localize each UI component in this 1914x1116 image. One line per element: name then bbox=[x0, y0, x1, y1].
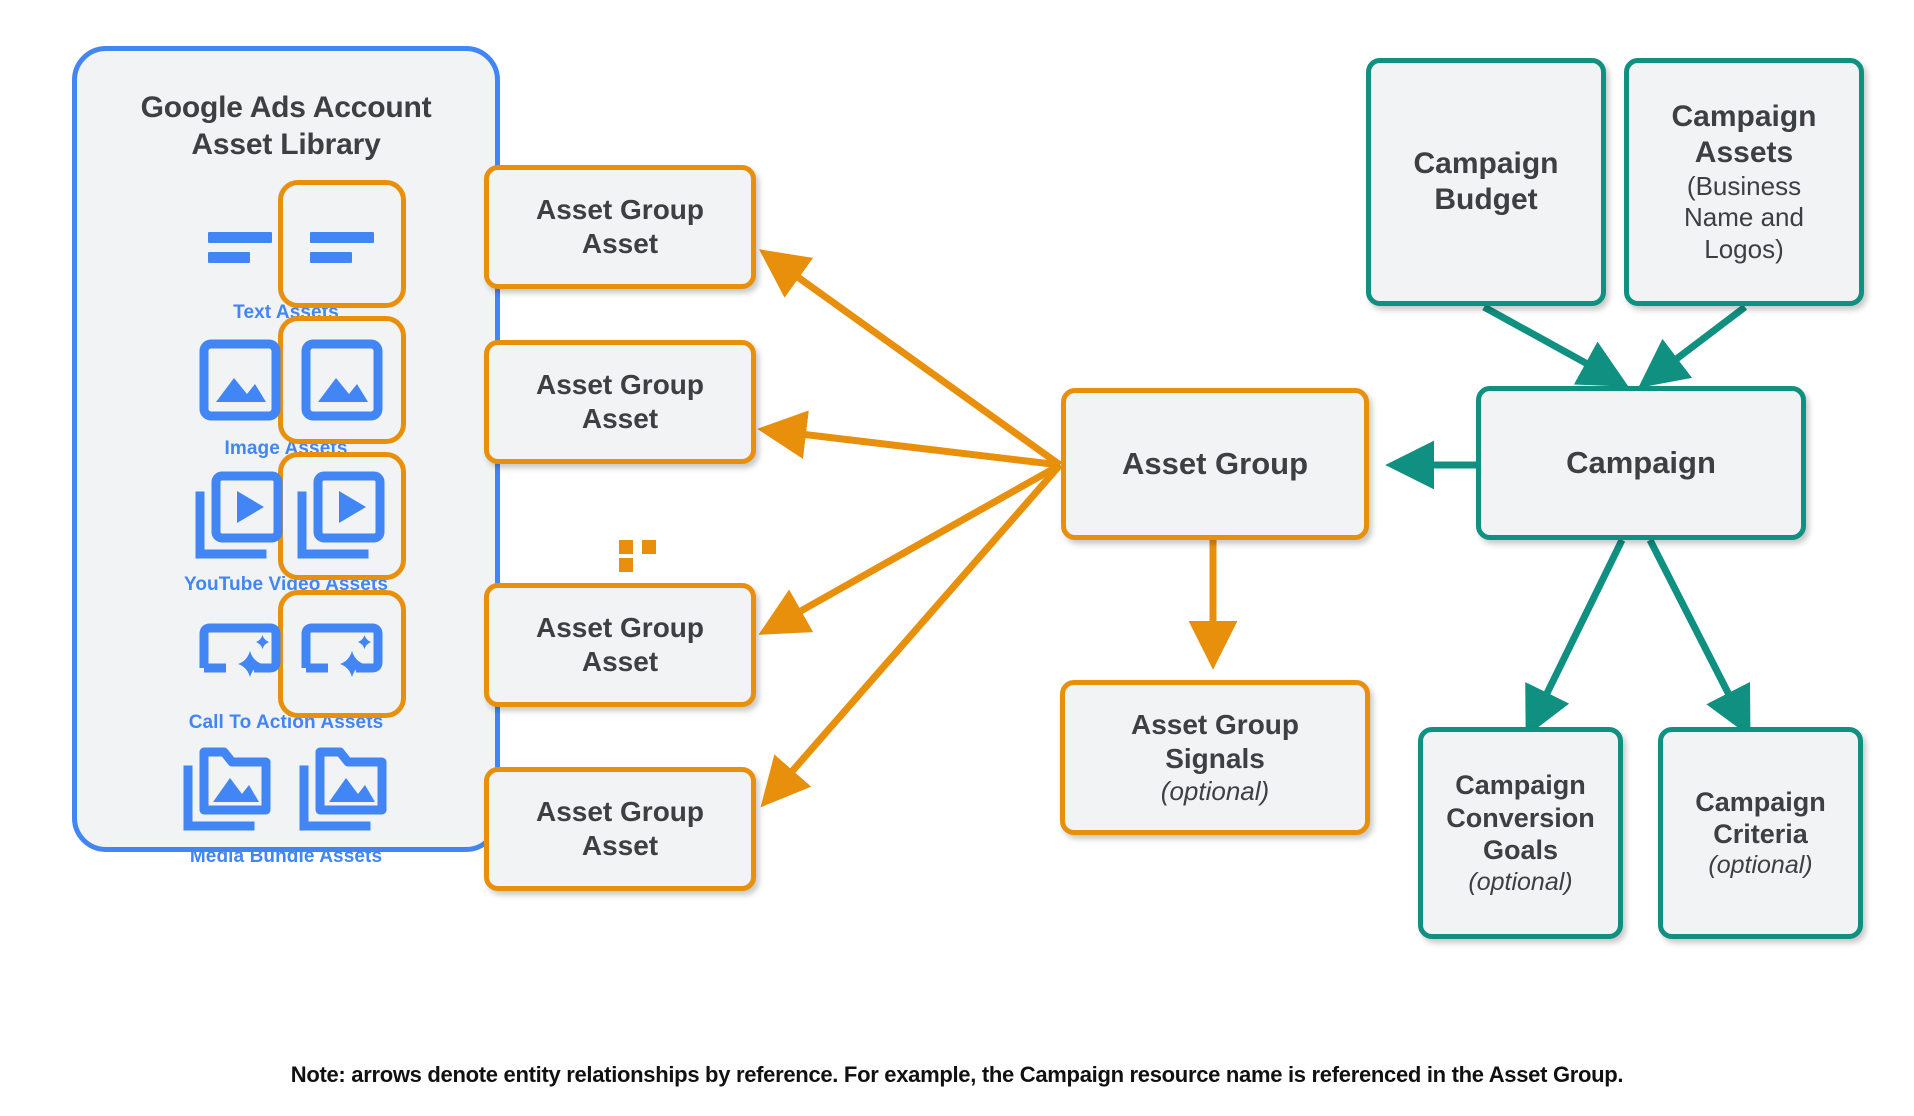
asset-group-asset-line1: Asset Group bbox=[535, 612, 705, 644]
asset-group-asset-box[interactable]: Asset Group Asset bbox=[484, 767, 756, 891]
campaign-assets-line3: (Business bbox=[1686, 171, 1802, 202]
asset-group-box[interactable]: Asset Group bbox=[1061, 388, 1369, 540]
text-asset-icon bbox=[192, 196, 288, 292]
asset-group-asset-box[interactable]: Asset Group Asset bbox=[484, 583, 756, 707]
more-asset-groups-ellipsis bbox=[619, 540, 679, 572]
asset-group-asset-box[interactable]: Asset Group Asset bbox=[484, 340, 756, 464]
image-asset-icon bbox=[192, 332, 288, 428]
asset-group-asset-line2: Asset bbox=[581, 403, 659, 434]
campaign-conversion-goals-box[interactable]: Campaign Conversion Goals (optional) bbox=[1418, 727, 1623, 939]
asset-group-asset-box[interactable]: Asset Group Asset bbox=[484, 165, 756, 289]
library-row-media-bundle-assets[interactable]: Media Bundle Assets bbox=[72, 740, 500, 868]
asset-group-asset-line1: Asset Group bbox=[535, 194, 705, 226]
library-title-line1: Google Ads Account bbox=[140, 91, 432, 124]
text-asset-icon bbox=[294, 196, 390, 292]
library-label-call-to-action-assets: Call To Action Assets bbox=[188, 712, 384, 733]
campaign-criteria-line2: Criteria bbox=[1713, 819, 1808, 849]
video-asset-icon bbox=[294, 468, 390, 564]
campaign-conversion-goals-line1: Campaign bbox=[1455, 770, 1586, 801]
campaign-budget-line1: Campaign bbox=[1413, 147, 1559, 180]
campaign-budget-line2: Budget bbox=[1434, 183, 1538, 216]
library-row-video-assets[interactable]: YouTube Video Assets bbox=[72, 452, 500, 596]
call-to-action-asset-icon bbox=[294, 606, 390, 702]
asset-group-asset-line2: Asset bbox=[581, 228, 659, 259]
campaign-assets-line2: Assets bbox=[1694, 136, 1794, 170]
campaign-criteria-line1: Campaign bbox=[1695, 786, 1826, 817]
campaign-assets-line4: Name and bbox=[1684, 202, 1804, 233]
campaign-budget-box[interactable]: Campaign Budget bbox=[1366, 58, 1606, 306]
library-title-line2: Asset Library bbox=[191, 128, 381, 162]
asset-group-signals-line1: Asset Group bbox=[1130, 709, 1300, 741]
library-title: Google Ads Account Asset Library bbox=[77, 89, 495, 163]
library-row-call-to-action-assets[interactable]: Call To Action Assets bbox=[72, 590, 500, 734]
call-to-action-asset-icon bbox=[192, 606, 288, 702]
campaign-assets-line5: Logos) bbox=[1704, 233, 1784, 264]
asset-group-asset-line2: Asset bbox=[581, 646, 659, 677]
image-asset-icon bbox=[294, 332, 390, 428]
asset-group-asset-line1: Asset Group bbox=[535, 796, 705, 828]
media-bundle-asset-icon bbox=[180, 740, 276, 836]
asset-group-asset-line2: Asset bbox=[581, 830, 659, 861]
media-bundle-asset-icon bbox=[296, 740, 392, 836]
campaign-conversion-goals-line3: Goals bbox=[1482, 835, 1559, 866]
campaign-criteria-optional: (optional) bbox=[1708, 851, 1813, 880]
campaign-conversion-goals-line2: Conversion bbox=[1446, 802, 1595, 833]
selected-asset-ring bbox=[278, 180, 406, 308]
asset-group-signals-line2: Signals bbox=[1165, 742, 1265, 774]
asset-group-asset-line1: Asset Group bbox=[535, 369, 705, 401]
footnote: Note: arrows denote entity relationships… bbox=[290, 1062, 1624, 1087]
asset-group-label: Asset Group bbox=[1121, 446, 1309, 482]
library-row-image-assets[interactable]: Image Assets bbox=[72, 316, 500, 460]
campaign-label: Campaign bbox=[1566, 445, 1716, 481]
campaign-criteria-box[interactable]: Campaign Criteria (optional) bbox=[1658, 727, 1863, 939]
campaign-box[interactable]: Campaign bbox=[1476, 386, 1806, 540]
asset-group-signals-box[interactable]: Asset Group Signals (optional) bbox=[1060, 680, 1370, 835]
campaign-assets-line1: Campaign bbox=[1671, 100, 1817, 134]
video-asset-icon bbox=[192, 468, 288, 564]
campaign-assets-box[interactable]: Campaign Assets (Business Name and Logos… bbox=[1624, 58, 1864, 306]
asset-group-signals-optional: (optional) bbox=[1160, 775, 1270, 806]
library-label-media-bundle-assets: Media Bundle Assets bbox=[189, 846, 383, 867]
campaign-conversion-goals-optional: (optional) bbox=[1468, 867, 1573, 896]
library-row-text-assets[interactable]: Text Assets bbox=[72, 180, 500, 324]
